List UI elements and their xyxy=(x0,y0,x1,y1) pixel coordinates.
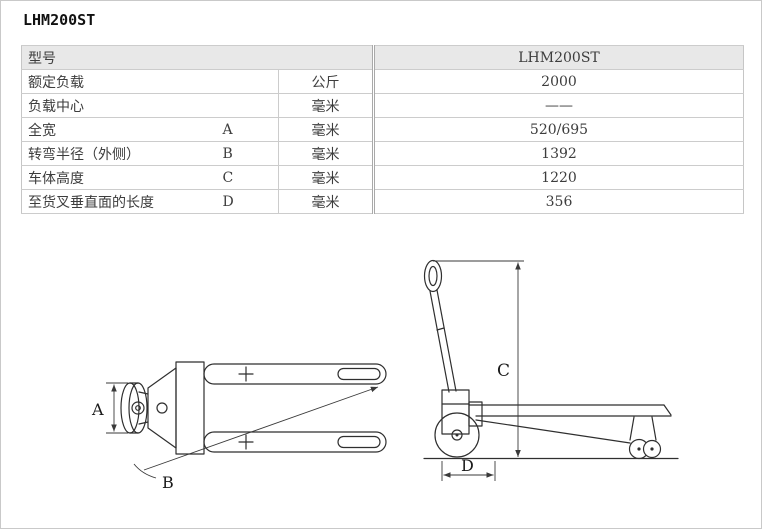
dimension-label-b: B xyxy=(162,473,174,492)
spec-label: 负载中心 xyxy=(21,93,217,118)
spec-value: 520/695 xyxy=(372,117,744,142)
spec-table-header-row: 型号 LHM200ST xyxy=(21,45,744,70)
spec-unit: 毫米 xyxy=(278,165,374,190)
spec-unit: 毫米 xyxy=(278,189,374,214)
dimension-a: A xyxy=(91,382,128,434)
spec-label: 额定负载 xyxy=(21,69,217,94)
forks xyxy=(203,363,387,453)
carriage-body xyxy=(138,361,205,455)
dimension-label-a: A xyxy=(91,400,104,419)
pump-and-wheel xyxy=(434,389,483,458)
spec-value: 2000 xyxy=(372,69,744,94)
spec-label: 至货叉垂直面的长度 xyxy=(21,189,217,214)
spec-unit: 毫米 xyxy=(278,93,374,118)
spec-unit: 毫米 xyxy=(278,141,374,166)
spec-value: 1392 xyxy=(372,141,744,166)
table-row: 转弯半径（外侧） B 毫米 1392 xyxy=(21,141,744,166)
spec-table: 型号 LHM200ST 额定负载 公斤 2000 负载中心 毫米 —— 全宽 A… xyxy=(21,45,744,214)
pallet-truck-side-view-drawing: C D xyxy=(423,259,679,481)
spec-unit: 毫米 xyxy=(278,117,374,142)
pallet-truck-top-view-drawing: A B xyxy=(91,361,387,492)
spec-letter xyxy=(216,69,279,94)
spec-value: 1220 xyxy=(372,165,744,190)
fork-and-rollers xyxy=(468,404,672,460)
dimension-d: D xyxy=(441,456,496,481)
table-row: 负载中心 毫米 —— xyxy=(21,93,744,118)
table-row: 车体高度 C 毫米 1220 xyxy=(21,165,744,190)
page-title: LHM200ST xyxy=(23,11,96,29)
spec-label: 车体高度 xyxy=(21,165,217,190)
dimension-label-c: C xyxy=(497,361,510,381)
table-row: 额定负载 公斤 2000 xyxy=(21,69,744,94)
dimension-c: C xyxy=(433,260,524,457)
dimension-b: B xyxy=(133,386,379,492)
spec-letter: A xyxy=(216,117,279,142)
spec-letter: C xyxy=(216,165,279,190)
steer-wheel xyxy=(120,382,148,434)
header-model-label: 型号 xyxy=(21,45,374,70)
dimension-label-d: D xyxy=(461,456,474,475)
handle-tiller xyxy=(423,259,457,393)
spec-label: 转弯半径（外侧） xyxy=(21,141,217,166)
table-row: 至货叉垂直面的长度 D 毫米 356 xyxy=(21,189,744,214)
spec-value: —— xyxy=(372,93,744,118)
table-row: 全宽 A 毫米 520/695 xyxy=(21,117,744,142)
spec-value: 356 xyxy=(372,189,744,214)
spec-letter: D xyxy=(216,189,279,214)
spec-letter xyxy=(216,93,279,118)
spec-label: 全宽 xyxy=(21,117,217,142)
spec-letter: B xyxy=(216,141,279,166)
spec-unit: 公斤 xyxy=(278,69,374,94)
header-model-value: LHM200ST xyxy=(372,45,744,70)
